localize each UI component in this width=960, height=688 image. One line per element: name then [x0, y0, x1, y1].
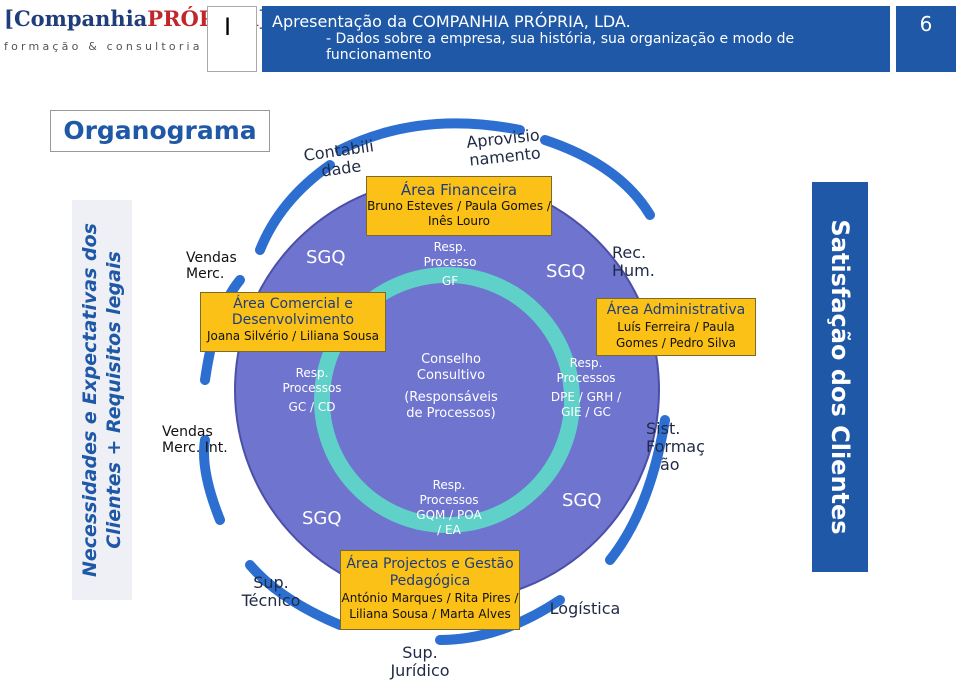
label-logistica: Logística — [549, 599, 621, 618]
conselho-line2: Consultivo — [416, 368, 486, 383]
process-gf-line3: GF — [441, 274, 459, 288]
process-gqm-line1: Resp. — [432, 478, 466, 492]
process-gqm-line3: GQM / POA — [416, 508, 482, 522]
arrow-segment-7 — [199, 435, 225, 525]
process-dpe-line3: DPE / GRH / — [550, 390, 622, 404]
label-sup-tecnico: Sup. Técnico — [236, 574, 306, 610]
area-financeira-box: Área Financeira Bruno Esteves / Paula Go… — [366, 176, 552, 236]
logo-text-a: Companhia — [13, 6, 148, 31]
process-gc-line2: Processos — [282, 381, 342, 395]
process-gqm-line4: / EA — [437, 523, 461, 537]
inner-circle — [330, 283, 564, 517]
area-projectos-title2: Pedagógica — [389, 573, 471, 589]
area-administrativa-names2: Gomes / Pedro Silva — [615, 336, 736, 350]
section-title: Organograma — [50, 110, 270, 152]
label-vendasint-line2: Merc. Int. — [162, 440, 228, 456]
header-title: Apresentação da COMPANHIA PRÓPRIA, LDA. — [272, 12, 631, 31]
label-sist-line2: Formaç — [646, 437, 705, 456]
area-financeira-names2: Inês Louro — [427, 214, 491, 228]
conselho-line4: de Processos) — [406, 406, 496, 421]
right-satisfaction-bar: Satisfação dos Clientes — [812, 182, 868, 572]
page-number: 6 — [896, 6, 956, 72]
label-sist-line1: Sist. — [646, 419, 681, 438]
area-projectos-names1: António Marques / Rita Pires / — [341, 591, 519, 605]
process-gc: Resp. Processos GC / CD — [272, 366, 352, 415]
process-gf-line2: Processo — [423, 255, 477, 269]
logo-tagline: formação & consultoria — [4, 40, 203, 53]
label-rechum-line1: Rec. — [612, 243, 647, 262]
conselho-consultivo: Conselho Consultivo (Responsáveis de Pro… — [396, 352, 506, 422]
left-requirements-bar: Necessidades e Expectativas dos Clientes… — [72, 200, 132, 600]
label-vendas-merc: Vendas Merc. — [186, 250, 256, 282]
arrow-segment-2 — [335, 118, 525, 155]
label-supjur-line2: Jurídico — [390, 661, 450, 680]
area-comercial-title1: Área Comercial e — [233, 296, 353, 312]
area-comercial-title2: Desenvolvimento — [231, 312, 355, 328]
label-suptec-line2: Técnico — [241, 591, 301, 610]
label-sist-formacao: Sist. Formaç ão — [646, 420, 716, 474]
process-gqm-line2: Processos — [419, 493, 479, 507]
process-gc-line1: Resp. — [295, 366, 329, 380]
process-dpe-line2: Processos — [556, 371, 616, 385]
area-projectos-title1: Área Projectos e Gestão — [346, 556, 514, 572]
area-projectos-names2: Liliana Sousa / Marta Alves — [349, 607, 511, 621]
label-sup-juridico: Sup. Jurídico — [380, 644, 460, 680]
label-vendas-line1: Vendas — [186, 250, 237, 266]
label-rec-hum: Rec. Hum. — [612, 244, 682, 280]
area-administrativa-box: Área Administrativa Luís Ferreira / Paul… — [596, 298, 756, 356]
label-vendasint-line1: Vendas — [162, 424, 213, 440]
process-gc-line3: GC / CD — [288, 400, 336, 414]
arrow-segment-3 — [540, 135, 655, 220]
label-sist-line3: ão — [660, 455, 680, 474]
conselho-line3: (Responsáveis — [404, 390, 498, 405]
process-gf: Resp. Processo GF — [410, 240, 490, 289]
sgq-label-top-left: SGQ — [306, 247, 346, 268]
header-title-box: Apresentação da COMPANHIA PRÓPRIA, LDA. … — [262, 6, 890, 72]
area-comercial-names: Joana Silvério / Liliana Sousa — [206, 329, 380, 343]
label-suptec-line1: Sup. — [253, 573, 289, 592]
process-gqm: Resp. Processos GQM / POA / EA — [404, 478, 494, 538]
area-financeira-names1: Bruno Esteves / Paula Gomes / — [367, 199, 551, 213]
arrow-segment-6 — [245, 560, 345, 630]
process-ring — [314, 267, 580, 533]
header-subtitle-line2: funcionamento — [326, 47, 432, 63]
area-administrativa-title: Área Administrativa — [606, 302, 746, 318]
label-vendas-line2: Merc. — [186, 266, 225, 282]
area-projectos-box: Área Projectos e Gestão Pedagógica Antón… — [340, 550, 520, 630]
label-rechum-line2: Hum. — [612, 261, 655, 280]
conselho-line1: Conselho — [421, 352, 481, 367]
header-subtitle-line1: - Dados sobre a empresa, sua história, s… — [326, 31, 795, 47]
process-gf-line1: Resp. — [433, 240, 467, 254]
area-administrativa-names1: Luís Ferreira / Paula — [617, 320, 735, 334]
arrow-segment-4 — [605, 415, 670, 565]
area-comercial-box: Área Comercial e Desenvolvimento Joana S… — [200, 292, 386, 352]
label-vendas-int: Vendas Merc. Int. — [162, 424, 242, 456]
process-dpe-line4: GIE / GC — [561, 405, 611, 419]
arrow-segment-5 — [435, 595, 565, 645]
arrow-segment-1 — [255, 160, 335, 255]
sgq-label-bottom-left: SGQ — [302, 508, 342, 529]
label-supjur-line1: Sup. — [402, 643, 438, 662]
process-dpe-line1: Resp. — [569, 356, 603, 370]
process-dpe: Resp. Processos DPE / GRH / GIE / GC — [536, 356, 636, 420]
sgq-label-top-right: SGQ — [546, 261, 586, 282]
sgq-label-bottom-right: SGQ — [562, 490, 602, 511]
section-label: I — [207, 6, 257, 72]
area-financeira-title: Área Financeira — [400, 181, 518, 199]
